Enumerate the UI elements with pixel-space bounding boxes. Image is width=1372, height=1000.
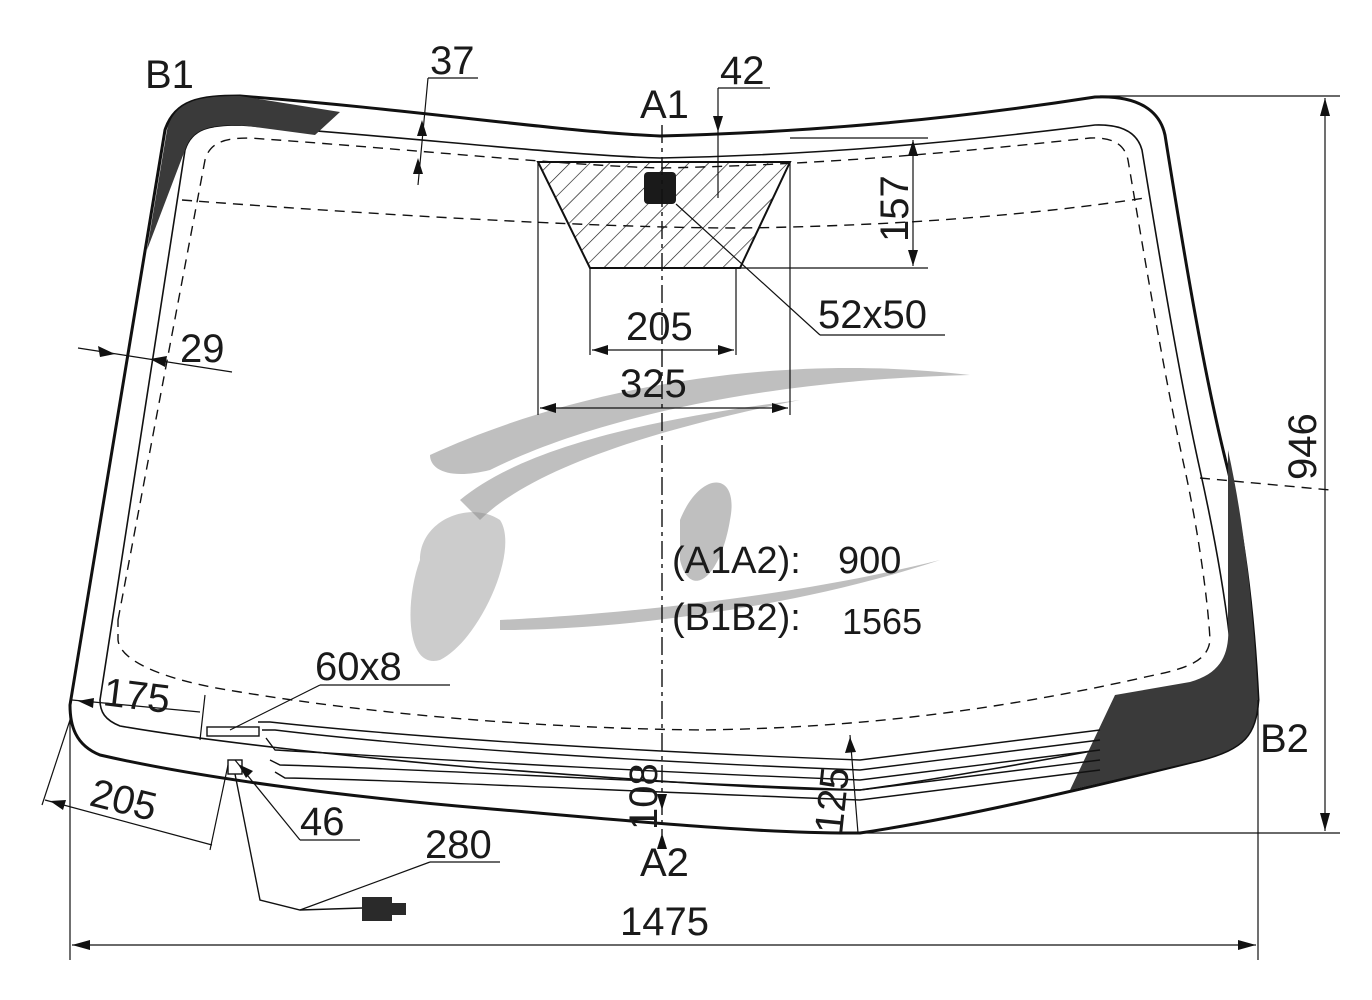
sensor-box	[644, 172, 676, 204]
code-a1a2-label: (A1A2):	[672, 540, 801, 582]
dim-175: 175	[101, 670, 173, 722]
dim-46: 46	[300, 800, 345, 844]
heater-wires	[258, 721, 1101, 801]
wire	[234, 773, 363, 911]
dim-205-top: 205	[626, 305, 693, 349]
dark-band-top-left	[147, 96, 340, 250]
dim-60x8: 60x8	[315, 645, 402, 689]
dim-29: 29	[180, 327, 225, 371]
heater-tab	[206, 726, 260, 737]
dim-42: 42	[720, 49, 765, 93]
code-b1b2-label: (B1B2):	[672, 597, 801, 639]
dim-205-left: 205	[86, 771, 161, 830]
dim-1475: 1475	[620, 900, 709, 944]
dark-band-bottom-right	[1070, 450, 1258, 790]
label-b2: B2	[1260, 717, 1309, 761]
dim-108: 108	[622, 763, 666, 830]
label-a2: A2	[640, 841, 689, 885]
black-border-dashed	[117, 137, 1211, 731]
dim-125: 125	[807, 765, 858, 836]
dim-325: 325	[620, 362, 687, 406]
dim-52x50: 52x50	[818, 293, 927, 337]
connector-tip	[392, 903, 406, 915]
dim-280: 280	[425, 823, 492, 867]
frit-inner-edge	[99, 124, 1236, 791]
watermark-logo	[410, 367, 970, 661]
dim-37: 37	[430, 39, 475, 83]
right-dashed	[1199, 477, 1331, 491]
connector-plug	[362, 897, 392, 921]
code-a1a2-value: 900	[838, 540, 901, 582]
code-b1b2-value: 1565	[842, 601, 922, 642]
dim-157: 157	[873, 175, 917, 242]
label-b1: B1	[145, 53, 194, 97]
dimension-lines	[41, 77, 1340, 960]
dim-946: 946	[1281, 413, 1325, 480]
label-a1: A1	[640, 83, 689, 127]
